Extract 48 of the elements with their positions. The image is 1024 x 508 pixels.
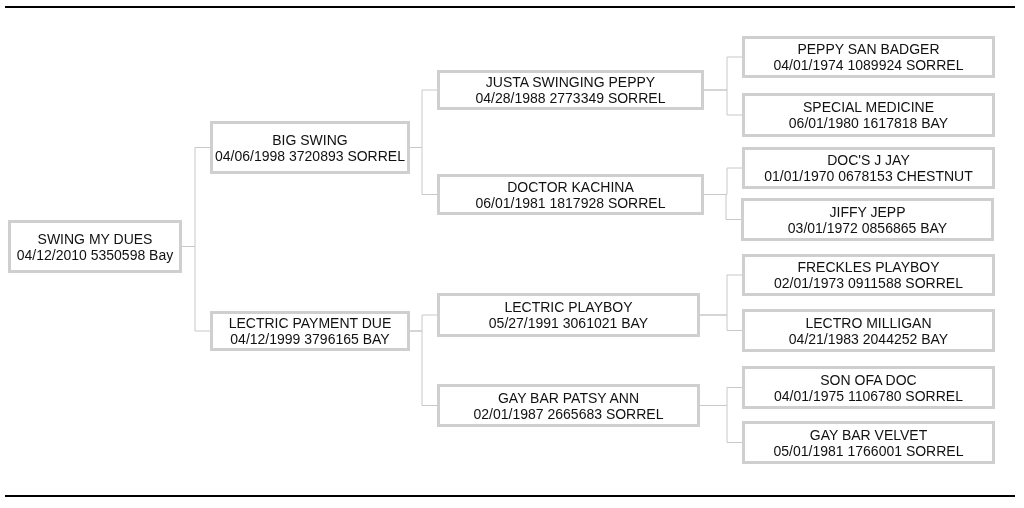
horse-details: 04/21/1983 2044252 BAY [788,330,949,347]
horse-details: 03/01/1972 0856865 BAY [787,219,948,236]
horse-details: 04/06/1998 3720893 SORREL [215,147,405,164]
horse-name: DOCTOR KACHINA [507,178,634,195]
horse-details: 04/01/1974 1089924 SORREL [773,57,964,73]
horse-name: FRECKLES PLAYBOY [797,259,940,275]
horse-details: 05/01/1981 1766001 SORREL [773,442,964,459]
horse-details: 04/12/2010 5350598 Bay [16,246,174,263]
horse-name: BIG SWING [272,131,348,148]
pedigree-box [437,293,700,337]
horse-details: 01/01/1970 0678153 CHESTNUT [764,168,973,184]
pedigree-box [742,309,995,352]
pedigree-box [742,93,995,137]
horse-name: JUSTA SWINGING PEPPY [485,74,656,90]
horse-details: 02/01/1987 2665683 SORREL [473,405,664,422]
horse-name: DOC'S J JAY [827,152,910,168]
pedigree-box [742,36,995,78]
horse-name: SWING MY DUES [37,230,153,247]
pedigree-box [742,421,995,464]
horse-name: GAY BAR VELVET [809,426,928,443]
horse-details: 06/01/1980 1617818 BAY [788,115,949,131]
horse-details: 02/01/1973 0911588 SORREL [774,275,963,291]
pedigree-box [8,220,182,273]
horse-details: 04/01/1975 1106780 SORREL [774,387,963,404]
horse-details: 06/01/1981 1817928 SORREL [475,194,666,211]
horse-name: JIFFY JEPP [829,203,906,220]
horse-name: LECTRO MILLIGAN [805,314,932,331]
horse-name: LECTRIC PLAYBOY [504,299,633,315]
pedigree-box [210,311,410,351]
pedigree-box [437,174,704,215]
pedigree-box [210,121,410,174]
connector-line [409,330,438,406]
pedigree-box [741,198,994,241]
horse-name: GAY BAR PATSY ANN [497,389,640,406]
horse-name: LECTRIC PAYMENT DUE [228,315,392,331]
horse-name: PEPPY SAN BADGER [797,41,940,57]
horse-name: SON OFA DOC [820,371,917,388]
horse-name: SPECIAL MEDICINE [803,99,934,115]
connector-line [703,89,743,116]
horse-details: 05/27/1991 3061021 BAY [488,315,649,331]
horse-details: 04/28/1988 2773349 SORREL [475,90,666,106]
connector-line [699,314,743,331]
pedigree-box [742,254,995,296]
pedigree-box [742,366,995,409]
pedigree-box [742,147,995,189]
pedigree-box [437,384,700,427]
pedigree-box [437,70,704,110]
horse-details: 04/12/1999 3796165 BAY [230,331,390,347]
